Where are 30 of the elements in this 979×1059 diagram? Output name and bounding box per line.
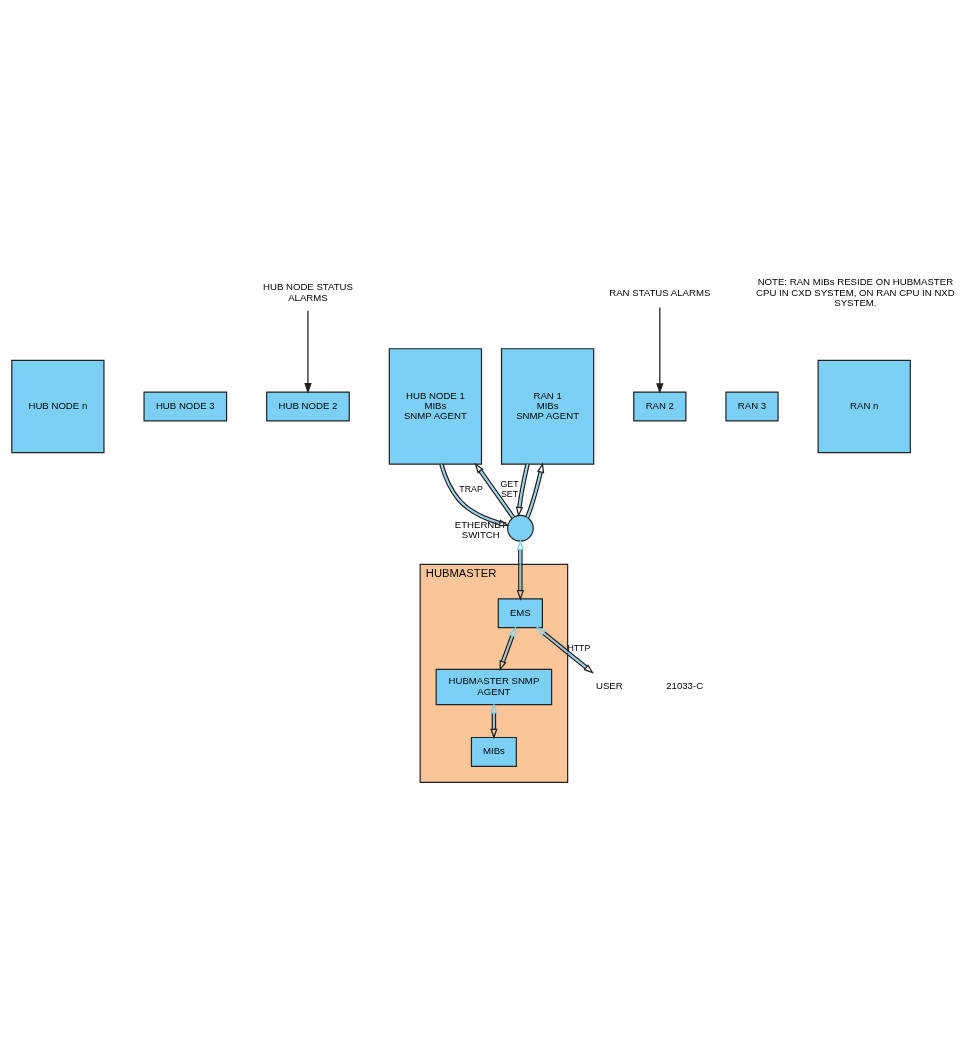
node-text: USER: [595, 680, 623, 692]
arrow: [474, 462, 516, 519]
label: 21033-C: [666, 680, 704, 692]
node-box: HUB NODE n: [11, 359, 105, 454]
edge-label: TRAP: [459, 484, 483, 495]
arrow: [515, 463, 530, 518]
node-box: RAN 3: [725, 391, 779, 422]
edge-label: GET SET: [500, 479, 519, 499]
node-label: ETHERNET SWITCH: [454, 518, 507, 541]
node-text: HUB NODE STATUS ALARMS: [263, 281, 353, 303]
node-text: RAN STATUS ALARMS: [609, 286, 711, 298]
node-box: HUB NODE 1 MIBs SNMP AGENT: [388, 348, 483, 465]
node-box: HUB NODE 3: [143, 391, 228, 422]
arrow: [516, 539, 525, 601]
node-box: HUBMASTER SNMP AGENT: [435, 668, 553, 706]
node-box: MIBs: [470, 736, 517, 767]
edge-label: HTTP: [567, 642, 591, 653]
node-box: RAN n: [817, 359, 911, 454]
node-box: RAN 1 MIBs SNMP AGENT: [500, 348, 595, 465]
node-box: EMS: [497, 598, 543, 629]
arrow: [499, 626, 516, 672]
node-box: RAN 2: [633, 391, 687, 422]
node-box: HUB NODE 2: [266, 391, 350, 422]
arrow: [656, 306, 664, 394]
arrow: [535, 626, 594, 674]
arrow: [439, 463, 510, 527]
arrow: [304, 310, 312, 394]
label: NOTE: RAN MIBs RESIDE ON HUBMASTER CPU IN CXD SYSTEM, ON RAN CPU IN NXD SYSTEM.: [756, 276, 955, 308]
node-circle: [506, 514, 534, 542]
arrow: [525, 462, 545, 519]
